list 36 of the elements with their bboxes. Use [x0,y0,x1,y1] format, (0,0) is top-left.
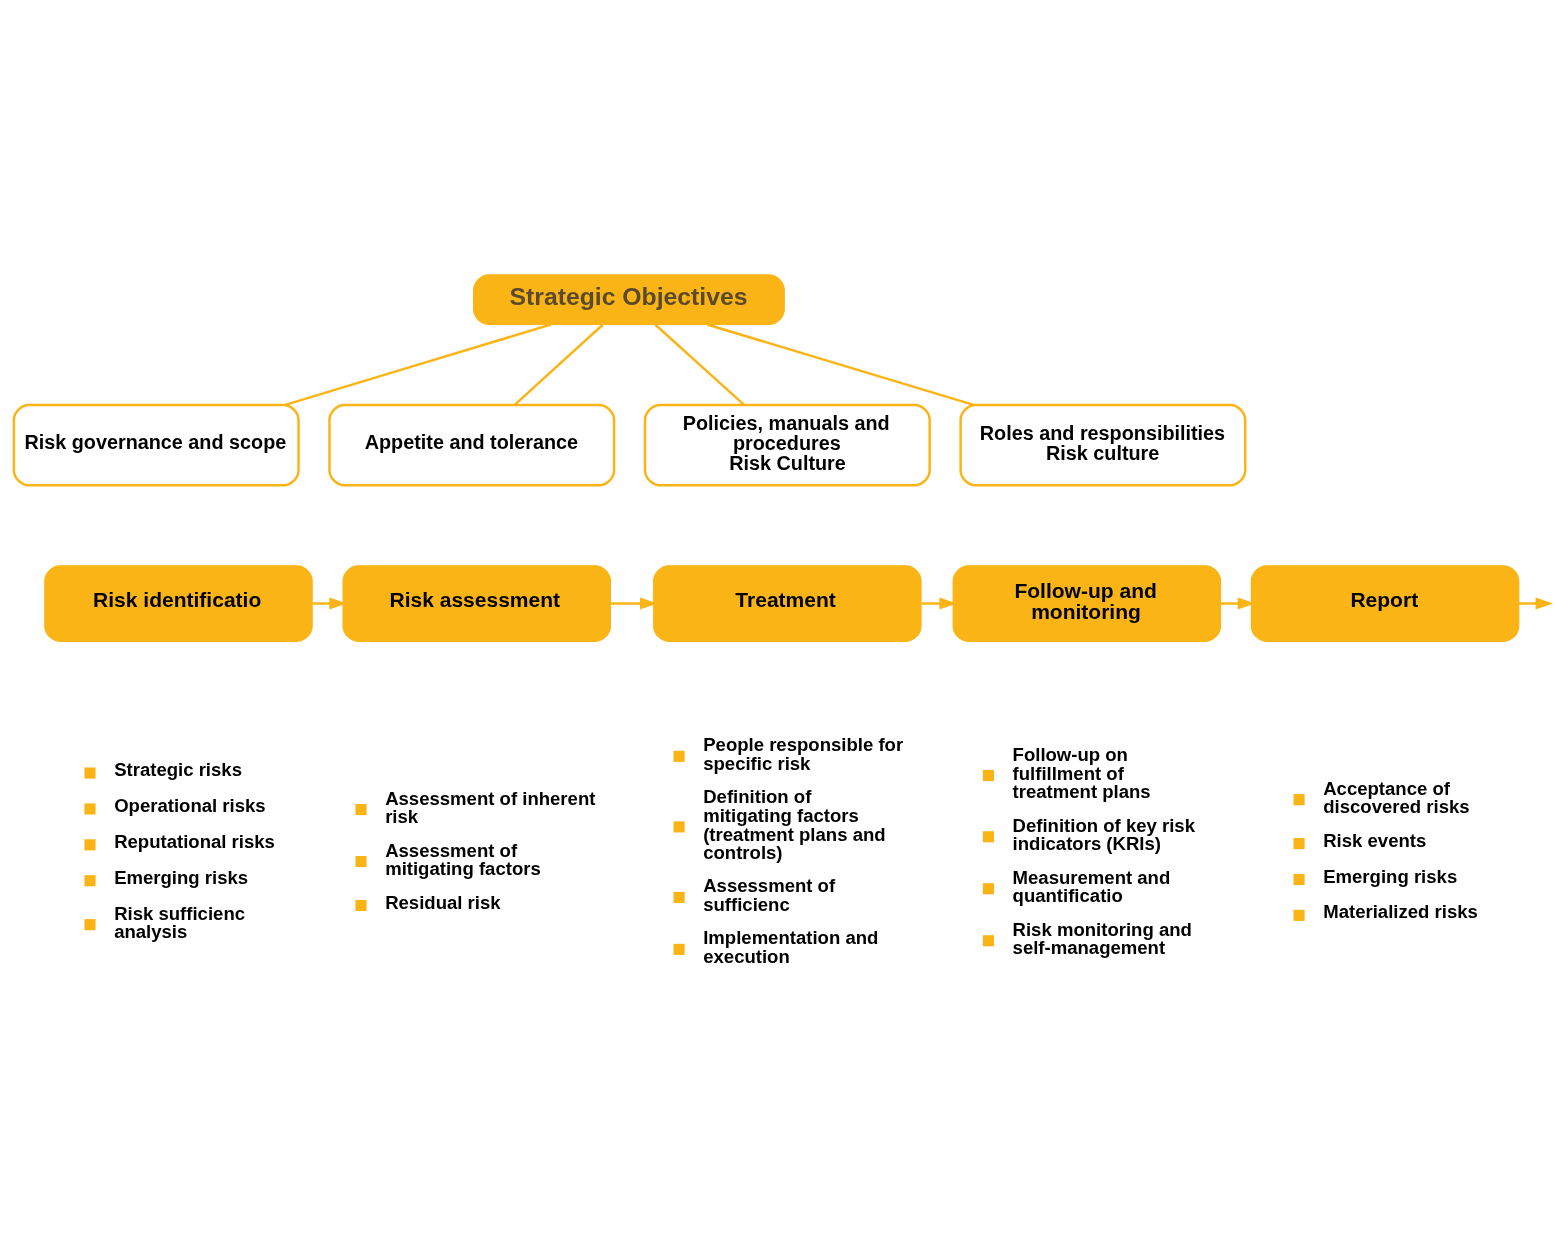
node-box: Appetite and tolerance [328,403,616,487]
node-label: Risk monitoring and self-management [1012,918,1192,959]
node-label: Emerging risks [114,866,249,888]
connector [706,323,974,407]
node-label: Measurement and quantificatio [1012,866,1171,907]
node-box: Strategic Objectives [473,274,785,326]
node-label: Materialized risks [1323,901,1478,923]
node-label: Strategic risks [114,759,242,781]
node-box: Treatment [653,565,922,642]
node-box: Risk assessment [342,565,611,642]
node-box: Policies, manuals and procedures Risk Culture [643,403,931,487]
node-label: Reputational risks [114,830,275,852]
connector [514,323,604,406]
node-label: Risk events [1323,829,1427,851]
node-box: Risk identificatio [44,565,313,642]
node-label: Definition of mitigating factors (treatment plans and controls) [703,786,886,864]
node-label: Follow-up on fulfillment of treatment plans [1012,744,1151,803]
node-box: Follow-up and monitoring [952,565,1222,642]
connector [654,323,745,406]
node-label: Implementation and execution [703,927,879,968]
node-label: Acceptance of discovered risks [1323,777,1470,818]
node-label: Assessment of sufficienc [703,875,836,916]
node-label: Assessment of mitigating factors [385,839,541,880]
node-box: Report [1250,565,1520,642]
node-box: Roles and responsibilities Risk culture [959,403,1247,487]
node-label: Residual risk [385,891,501,913]
node-box: Risk governance and scope [12,403,300,487]
node-label: Risk sufficienc analysis [114,902,246,943]
connector [284,323,552,407]
node-label: Emerging risks [1323,865,1458,887]
node-label: People responsible for specific risk [703,734,904,774]
node-label: Assessment of inherent risk [385,787,596,828]
arrow [921,597,957,610]
arrow [1518,597,1553,610]
node-label: Operational risks [114,795,266,817]
node-label: Definition of key risk indicators (KRIs) [1012,814,1195,855]
